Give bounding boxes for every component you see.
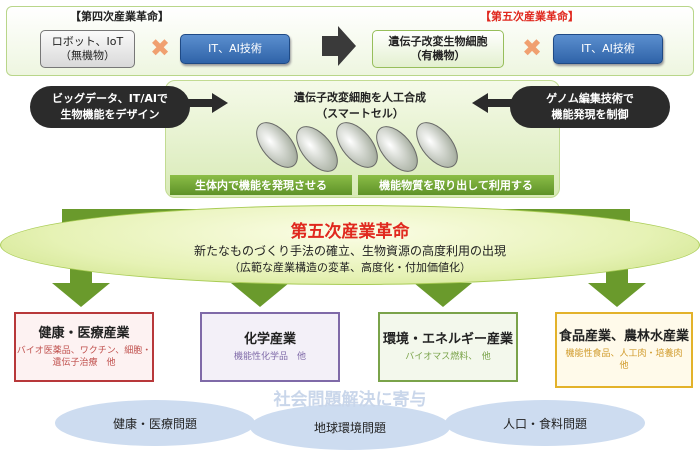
industry-food-name: 食品産業、農林水産業 (558, 329, 689, 344)
industry-environment-name: 環境・エネルギー産業 (382, 332, 513, 347)
industry-environment-sub: バイオマス燃料、 他 (405, 352, 491, 362)
inorganic-text: （無機物） (60, 49, 115, 62)
big-data-line1: ビッグデータ、IT/AIで (52, 92, 168, 105)
industry-health-name: 健康・医療産業 (38, 326, 130, 341)
arrow-left-icon (472, 93, 512, 113)
transition-arrow-icon (322, 26, 356, 66)
problem-health: 健康・医療問題 (55, 400, 255, 446)
genome-editing-line2: 機能発現を制御 (551, 108, 629, 121)
robot-iot-box: ロボット、IoT （無機物） (40, 30, 135, 68)
genome-editing-line1: ゲノム編集技術で (546, 92, 634, 105)
revolution-line1: 新たなものづくり手法の確立、生物資源の高度利用の出現 (193, 244, 506, 258)
organic-text: （有機物） (410, 49, 466, 62)
gm-cells-box: 遺伝子改変生物細胞 （有機物） (372, 30, 504, 68)
genome-editing-oval: ゲノム編集技術で 機能発現を制御 (510, 86, 670, 128)
industry-health-sub: バイオ医薬品、ワクチン、細胞・遺伝子治療 他 (16, 346, 152, 368)
revolution-text: 第五次産業革命 新たなものづくり手法の確立、生物資源の高度利用の出現 （広範な産… (120, 212, 580, 280)
industry-chemical-box: 化学産業 機能性化学品 他 (200, 312, 340, 382)
arrow-right-icon (188, 93, 228, 113)
express-in-vivo-label: 生体内で機能を発現させる (170, 175, 352, 195)
times-icon-left: ✖ (149, 34, 171, 62)
fourth-revolution-label: 【第四次産業革命】 (70, 10, 169, 23)
industry-food-sub: 機能性食品、人工肉・培養肉 他 (565, 349, 692, 371)
big-data-oval: ビッグデータ、IT/AIで 生物機能をデザイン (30, 86, 190, 128)
big-data-line2: 生物機能をデザイン (60, 108, 160, 121)
smart-cell-title-line2: （スマートセル） (316, 107, 404, 120)
industry-chemical-name: 化学産業 (243, 332, 296, 347)
revolution-line2: （広範な産業構造の変革、高度化・付加価値化） (229, 261, 471, 274)
gm-cells-text: 遺伝子改変生物細胞 (388, 35, 488, 48)
social-contribution-title: 社会問題解決に寄与 (273, 390, 427, 410)
times-icon-right: ✖ (521, 34, 543, 62)
industry-food-box: 食品産業、農林水産業 機能性食品、人工肉・培養肉 他 (555, 312, 693, 388)
it-ai-box-right: IT、AI技術 (553, 34, 663, 64)
problem-population-food: 人口・食料問題 (445, 400, 645, 446)
industry-chemical-sub: 機能性化学品 他 (233, 352, 306, 362)
extract-material-label: 機能物質を取り出して利用する (358, 175, 554, 195)
robot-iot-text: ロボット、IoT (51, 35, 124, 48)
industry-environment-box: 環境・エネルギー産業 バイオマス燃料、 他 (378, 312, 518, 382)
smart-cell-title: 遺伝子改変細胞を人工合成 （スマートセル） (235, 88, 485, 122)
revolution-title: 第五次産業革命 (290, 222, 410, 242)
it-ai-box-left: IT、AI技術 (180, 34, 290, 64)
problem-environment: 地球環境問題 (250, 404, 450, 450)
smart-cell-title-line1: 遺伝子改変細胞を人工合成 (294, 91, 426, 104)
industry-health-box: 健康・医療産業 バイオ医薬品、ワクチン、細胞・遺伝子治療 他 (14, 312, 154, 382)
fifth-revolution-label: 【第五次産業革命】 (480, 10, 579, 23)
